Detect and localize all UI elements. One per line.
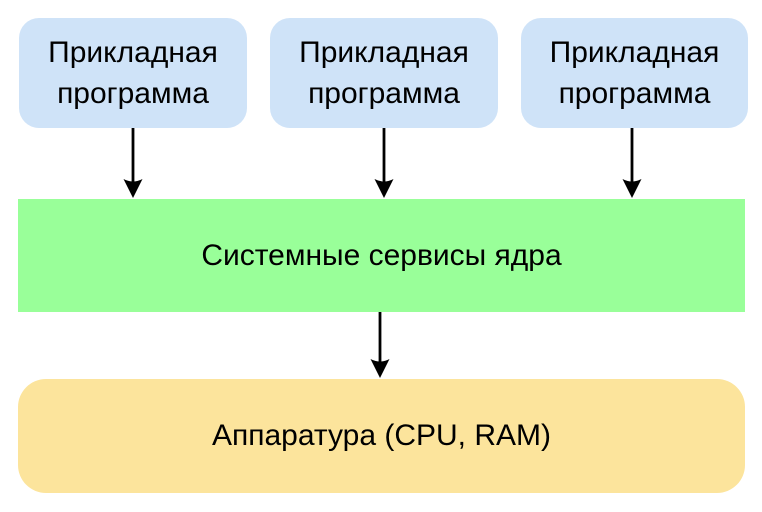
app-program-box-1: Прикладная программа — [19, 18, 247, 128]
arrow-down-icon — [370, 312, 390, 378]
app-program-label-1: Прикладная программа — [48, 35, 218, 110]
kernel-services-label: Системные сервисы ядра — [201, 238, 562, 272]
arrow-down-icon — [374, 128, 394, 198]
arrow-down-icon — [123, 128, 143, 198]
app-program-label-2: Прикладная программа — [299, 35, 469, 110]
arrow-down-icon — [622, 128, 642, 198]
hardware-label: Аппаратура (CPU, RAM) — [212, 419, 551, 453]
app-program-box-2: Прикладная программа — [270, 18, 498, 128]
app-program-box-3: Прикладная программа — [521, 18, 748, 128]
kernel-services-box: Системные сервисы ядра — [18, 199, 745, 312]
app-program-label-3: Прикладная программа — [549, 35, 720, 110]
hardware-box: Аппаратура (CPU, RAM) — [18, 379, 745, 493]
